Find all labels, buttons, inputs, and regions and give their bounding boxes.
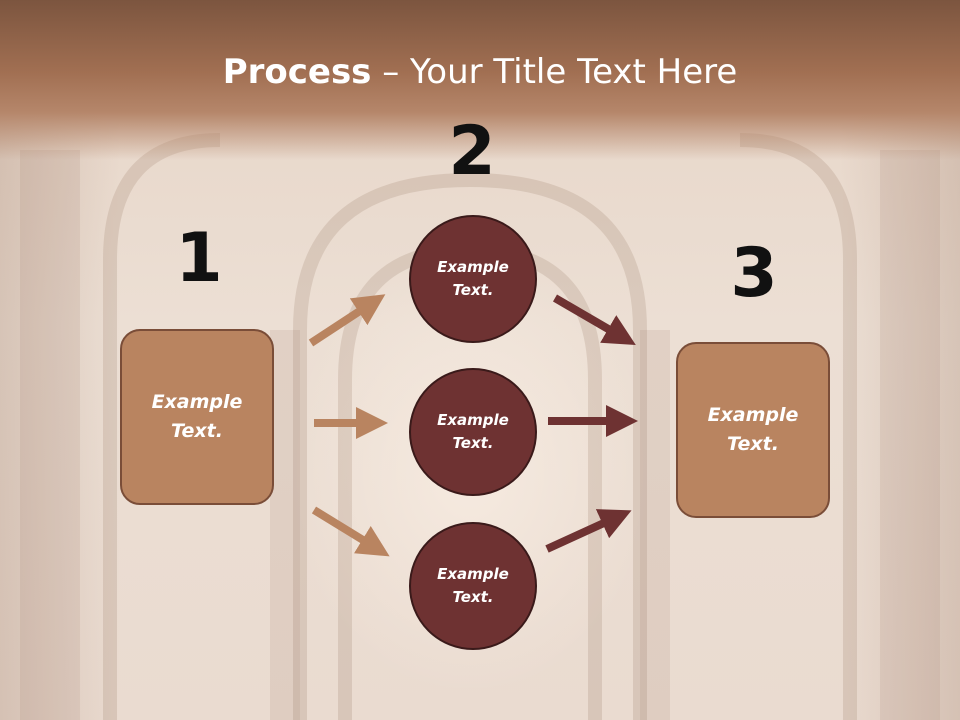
circle-middle[interactable]: Example Text. [409, 368, 537, 496]
arrow-top-to-right [552, 294, 636, 346]
left-process-box[interactable]: Example Text. [120, 329, 274, 505]
arrow-bottom-to-right [545, 509, 632, 553]
circle-middle-text: Example Text. [437, 411, 509, 452]
right-box-text: Example Text. [707, 404, 799, 455]
slide-title: Process – Your Title Text Here [0, 52, 960, 92]
circle-bottom[interactable]: Example Text. [409, 522, 537, 650]
step-number-1: 1 [175, 219, 223, 298]
step-number-2: 2 [448, 112, 496, 191]
arrow-left-to-top [308, 294, 386, 347]
title-rest: – Your Title Text Here [371, 52, 738, 92]
right-process-box[interactable]: Example Text. [676, 342, 830, 518]
title-bar [0, 0, 960, 160]
circle-bottom-text: Example Text. [437, 565, 509, 606]
circle-top[interactable]: Example Text. [409, 215, 537, 343]
circle-top-text: Example Text. [437, 258, 509, 299]
arrow-left-to-bottom [311, 506, 390, 557]
step-number-3: 3 [730, 234, 778, 313]
title-bold: Process [222, 52, 372, 92]
left-box-text: Example Text. [151, 391, 243, 442]
